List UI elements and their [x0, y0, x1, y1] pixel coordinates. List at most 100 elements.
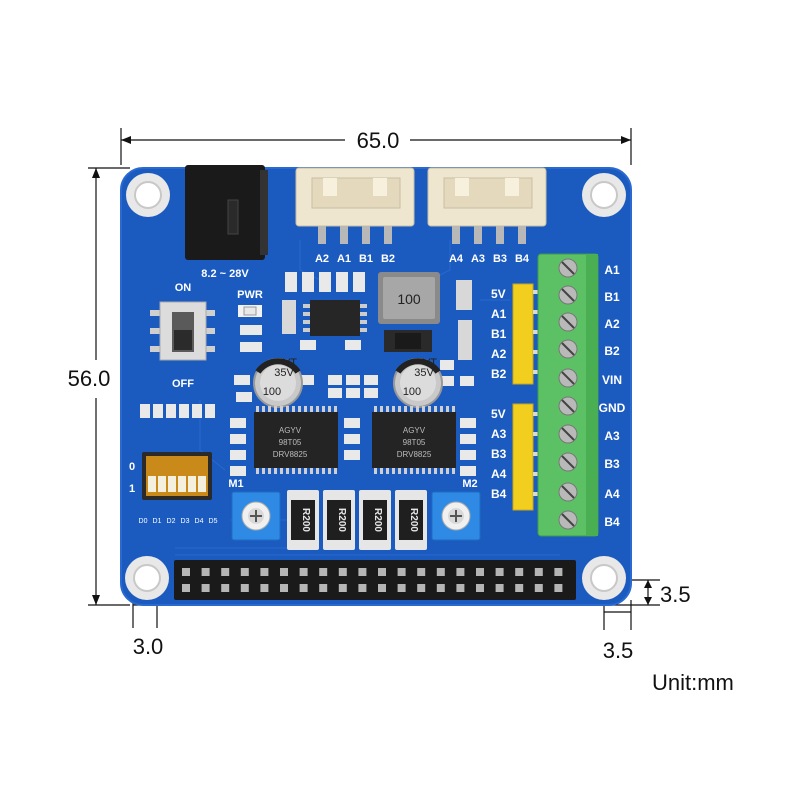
driver-chip-2-code: 98T05 [403, 438, 426, 447]
gpio-pin [240, 568, 249, 576]
gpio-header [174, 560, 576, 600]
resistor-4-label: R200 [408, 508, 419, 532]
gpio-pin [554, 568, 563, 576]
gpio-pin [397, 584, 406, 592]
switch-off-label: OFF [172, 378, 194, 390]
motor-2-label: M2 [462, 478, 477, 490]
screw-terminal-labels: A1 B1 A2 B2 VIN GND A3 B3 A4 B4 [599, 263, 626, 529]
capacitor-2-value: 100 [403, 386, 421, 398]
gpio-pin [515, 584, 524, 592]
capacitor-2-series: VT [423, 357, 437, 369]
dip-switch [142, 452, 212, 500]
mounting-hole-tr [582, 173, 626, 217]
capacitor-2: 35V 100 VT [393, 357, 443, 408]
dimension-hole-right: 3.5 [603, 585, 634, 663]
gpio-pin [436, 568, 445, 576]
terminal-pin: GND [599, 401, 626, 415]
dimension-height: 56.0 [68, 167, 130, 606]
driver-chip-1: AGYV 98T05 DRV8825 [254, 406, 338, 474]
gpio-pin [456, 584, 465, 592]
gpio-pin [338, 568, 347, 576]
resistor-1-label: R200 [300, 508, 311, 532]
gpio-pin [280, 584, 288, 592]
resistor-2-label: R200 [336, 508, 347, 532]
pin-header-2-labels: 5V A3 B3 A4 B4 [491, 407, 507, 501]
gpio-pin [338, 584, 347, 592]
small-ic [303, 300, 367, 336]
header-1-pin: A1 [491, 307, 507, 321]
capacitor-1: 35V 100 VT [253, 357, 303, 408]
hole-left-label: 3.0 [133, 634, 164, 659]
header-2-pin: A4 [491, 467, 507, 481]
sense-resistor-3: R200 [359, 490, 391, 550]
gpio-pin [495, 584, 504, 592]
terminal-pin: B4 [604, 515, 620, 529]
connector-2-pin: B4 [515, 253, 530, 265]
capacitor-1-value: 100 [263, 386, 281, 398]
gpio-pin [221, 584, 230, 592]
connector-1-pin: B1 [359, 253, 373, 265]
gpio-pin [240, 584, 249, 592]
power-inductor: 100 [378, 272, 440, 324]
motor-connector-1 [295, 167, 415, 244]
header-2-pin: B4 [491, 487, 507, 501]
terminal-pin: B2 [604, 344, 620, 358]
dip-label: D3 [181, 518, 190, 525]
capacitor-1-series: VT [283, 357, 297, 369]
connector-1-pin-labels: A2 A1 B1 B2 [315, 253, 395, 265]
gpio-pin [299, 584, 308, 592]
mounting-hole-br [582, 556, 626, 600]
dip-state-1: 1 [129, 483, 135, 495]
gpio-pin [260, 584, 269, 592]
sense-resistor-2: R200 [323, 490, 355, 550]
pwr-led [238, 305, 262, 317]
terminal-pin: A2 [604, 317, 620, 331]
gpio-pin [201, 584, 210, 592]
gpio-pin [221, 568, 230, 576]
header-1-pin: A2 [491, 347, 507, 361]
header-2-pin: B3 [491, 447, 507, 461]
header-2-pin: 5V [491, 407, 506, 421]
gpio-pin [182, 568, 190, 576]
gpio-pin [358, 584, 367, 592]
motor-connector-2 [427, 167, 547, 244]
gpio-pin [554, 584, 563, 592]
gpio-pin [319, 584, 328, 592]
pwr-led-label: PWR [237, 289, 263, 301]
dimension-width: 65.0 [120, 128, 632, 165]
dip-label: D0 [139, 518, 148, 525]
capacitor-1-voltage: 35V [274, 367, 294, 379]
driver-chip-2: AGYV 98T05 DRV8825 [372, 406, 456, 474]
width-label: 65.0 [357, 128, 400, 153]
dc-power-jack [185, 165, 268, 260]
driver-chip-2-lot: AGYV [403, 426, 426, 435]
gpio-pin [260, 568, 269, 576]
hole-right-label: 3.5 [603, 638, 634, 663]
potentiometer-m1 [231, 491, 281, 541]
gpio-pin [417, 568, 426, 576]
potentiometer-m2 [431, 491, 481, 541]
screw-terminal-block [537, 253, 599, 537]
gpio-pin [319, 568, 328, 576]
dip-label: D4 [195, 518, 204, 525]
inductor-label: 100 [397, 291, 421, 307]
connector-2-pin: A3 [471, 253, 485, 265]
header-1-pin: B1 [491, 327, 507, 341]
hole-bottom-label: 3.5 [660, 582, 691, 607]
dip-label: D5 [209, 518, 218, 525]
mounting-hole-bl [125, 556, 169, 600]
switch-on-label: ON [175, 282, 192, 294]
dip-switch-labels: D0 D1 D2 D3 D4 D5 [139, 518, 218, 525]
height-label: 56.0 [68, 366, 111, 391]
connector-1-pin: B2 [381, 253, 395, 265]
dip-label: D1 [153, 518, 162, 525]
header-1-pin: B2 [491, 367, 507, 381]
sense-resistor-4: R200 [395, 490, 427, 550]
gpio-pin [378, 584, 386, 592]
driver-chip-1-code: 98T05 [279, 438, 302, 447]
dip-state-0: 0 [129, 461, 135, 473]
connector-1-pin: A2 [315, 253, 329, 265]
connector-2-pin: A4 [449, 253, 464, 265]
